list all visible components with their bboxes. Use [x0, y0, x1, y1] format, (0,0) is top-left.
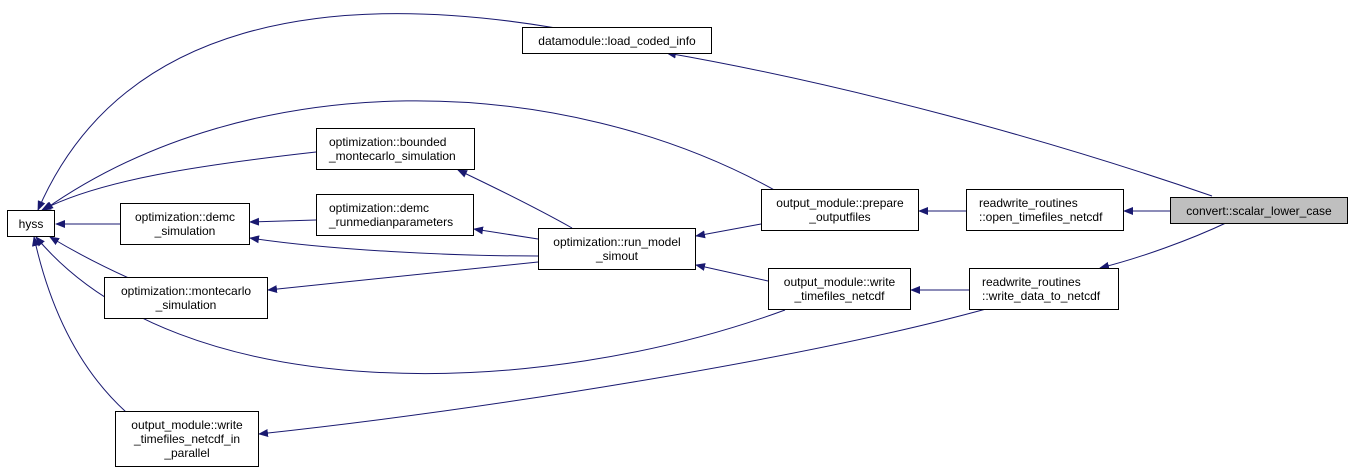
- node-datamodule-load-coded-info[interactable]: datamodule::load_coded_info: [522, 27, 712, 54]
- node-label-line: convert::scalar_lower_case: [1186, 203, 1332, 218]
- node-label-line: _simulation: [154, 224, 216, 238]
- node-label-line: _montecarlo_simulation: [329, 149, 456, 163]
- node-readwrite-routines-write-data-to-netcdf[interactable]: readwrite_routines ::write_data_to_netcd…: [969, 268, 1119, 310]
- node-readwrite-routines-open-timefiles-netcdf[interactable]: readwrite_routines ::open_timefiles_netc…: [966, 189, 1124, 231]
- edge-run-model-to-demc-sim: [249, 235, 539, 257]
- node-optimization-montecarlo-simulation[interactable]: optimization::montecarlo _simulation: [104, 277, 268, 319]
- node-output-module-write-timefiles-netcdf-in-parallel[interactable]: output_module::write _timefiles_netcdf_i…: [115, 411, 259, 467]
- edge-scalar-lower-to-write-data: [1099, 221, 1229, 270]
- edge-scalar-lower-to-load-coded-info: [666, 50, 1213, 197]
- node-output-module-write-timefiles-netcdf[interactable]: output_module::write _timefiles_netcdf: [768, 268, 911, 310]
- node-hyss-label: hyss: [18, 216, 44, 231]
- node-label-line: _parallel: [164, 446, 210, 460]
- node-label-line: _simout: [595, 249, 639, 263]
- edge-demc-runmedian-to-demc-sim: [249, 217, 317, 226]
- node-label-line: _simulation: [155, 298, 217, 312]
- edge-load-coded-info-to-hyss: [37, 13, 557, 211]
- edge-write-tf-to-run-model: [695, 263, 769, 282]
- node-hyss[interactable]: hyss: [7, 210, 55, 237]
- node-optimization-run-model-simout[interactable]: optimization::run_model _simout: [538, 228, 696, 270]
- node-optimization-bounded-montecarlo-simulation[interactable]: optimization::bounded _montecarlo_simula…: [316, 128, 475, 170]
- node-convert-scalar-lower-case: convert::scalar_lower_case: [1170, 197, 1348, 224]
- node-label-line: optimization::demc: [329, 201, 430, 215]
- node-label-line: datamodule::load_coded_info: [538, 33, 696, 48]
- edge-bounded-mc-to-hyss: [41, 151, 317, 211]
- node-optimization-demc-runmedianparameters[interactable]: optimization::demc _runmedianparameters: [316, 194, 474, 236]
- node-label-line: _timefiles_netcdf: [794, 289, 885, 303]
- node-optimization-demc-simulation[interactable]: optimization::demc _simulation: [120, 203, 250, 245]
- node-label-line: readwrite_routines: [982, 275, 1081, 289]
- node-label-line: output_module::write: [131, 418, 243, 432]
- node-label-line: output_module::prepare: [776, 196, 904, 210]
- node-label-line: optimization::montecarlo: [120, 284, 252, 298]
- node-label-line: _outputfiles: [809, 210, 871, 224]
- node-label-line: optimization::run_model: [553, 235, 681, 249]
- node-label-line: ::write_data_to_netcdf: [982, 289, 1101, 303]
- node-output-module-prepare-outputfiles[interactable]: output_module::prepare _outputfiles: [761, 189, 919, 231]
- node-label-line: output_module::write: [783, 275, 896, 289]
- node-label-line: _timefiles_netcdf_in: [133, 432, 241, 446]
- node-label-line: readwrite_routines: [979, 196, 1078, 210]
- node-label-line: optimization::demc: [134, 210, 236, 224]
- edge-run-model-to-bounded-mc: [457, 169, 573, 229]
- edge-prepare-to-hyss: [43, 100, 779, 211]
- edge-write-data-to-write-tf-par: [258, 308, 987, 438]
- node-label-line: _runmedianparameters: [329, 215, 454, 229]
- node-label-line: ::open_timefiles_netcdf: [979, 210, 1103, 224]
- edge-run-model-to-mc-sim: [267, 261, 539, 294]
- node-label-line: optimization::bounded: [329, 135, 447, 149]
- edge-write-tf-par-to-hyss: [32, 236, 127, 413]
- edge-run-model-to-demc-runmedian: [473, 226, 539, 240]
- edge-prepare-to-run-model: [695, 223, 762, 239]
